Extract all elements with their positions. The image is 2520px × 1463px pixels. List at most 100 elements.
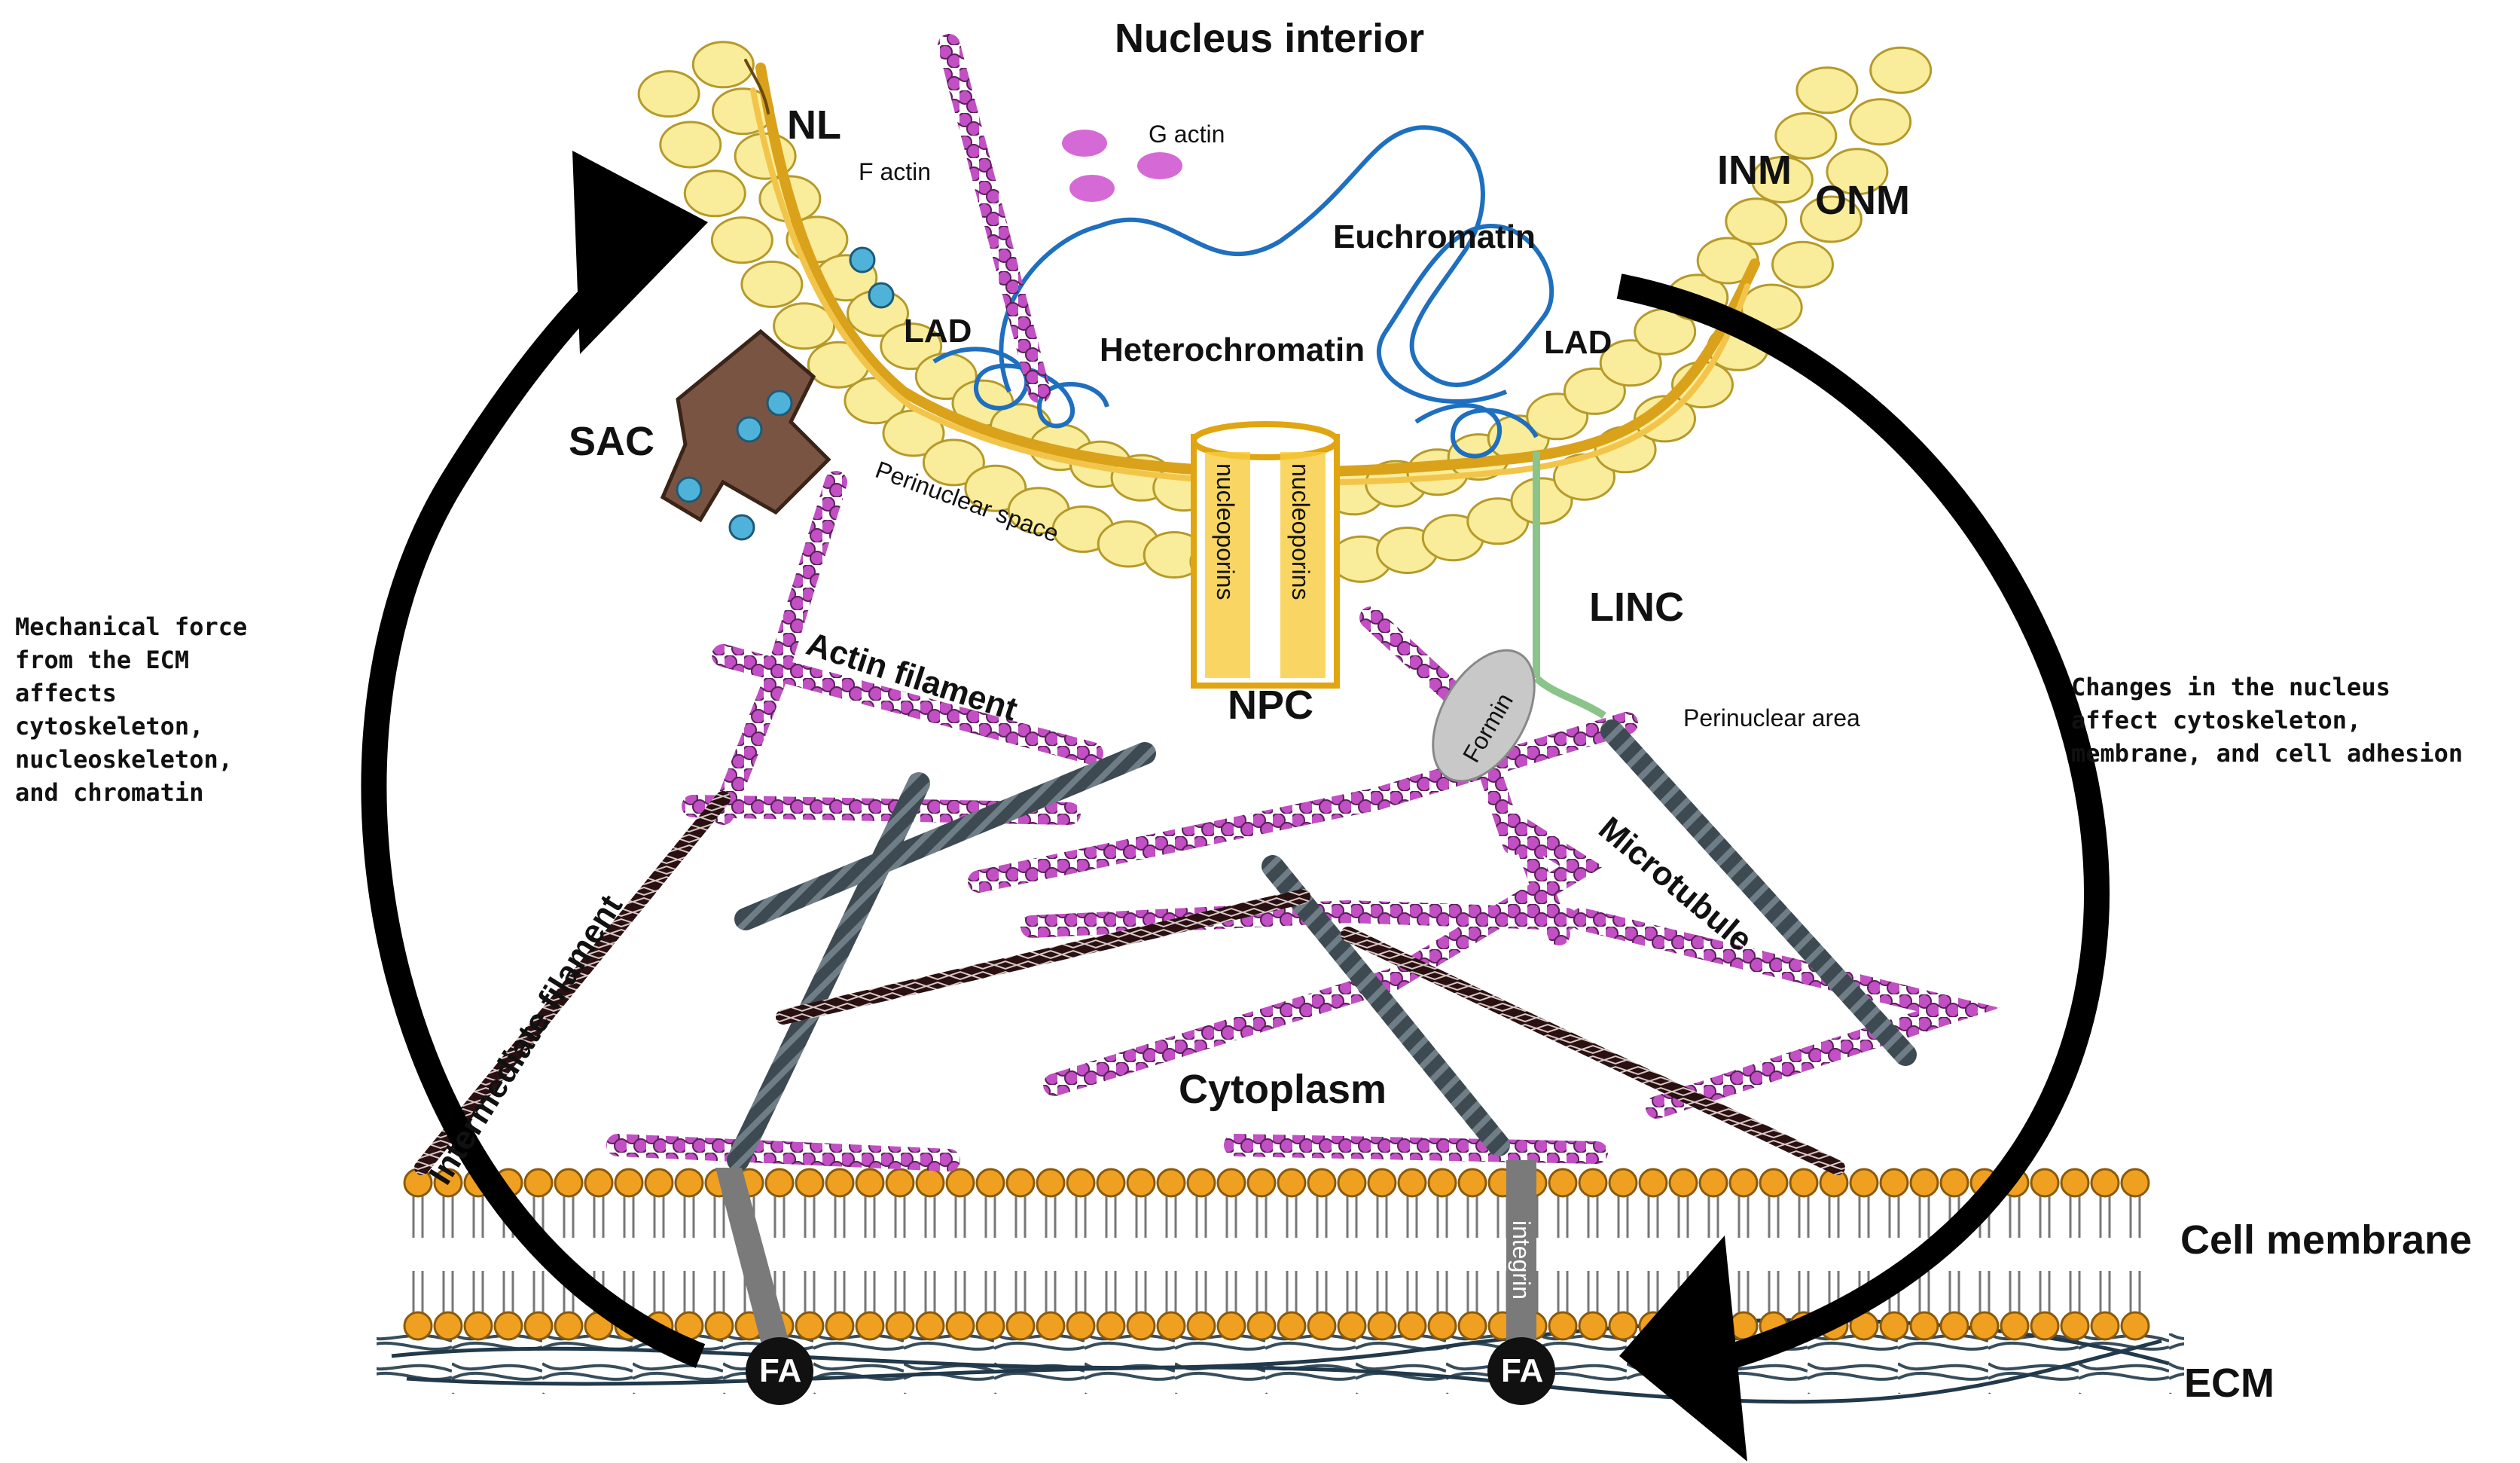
- lipid-head: [915, 1168, 945, 1198]
- lipid-head: [1367, 1168, 1397, 1198]
- lipid-tail: [563, 1196, 575, 1238]
- lipid-tail: [1255, 1271, 1268, 1312]
- label-euchromatin: Euchromatin: [1333, 218, 1536, 255]
- lipid-head: [1036, 1311, 1066, 1341]
- lipid-tail: [984, 1271, 996, 1312]
- onm-lipid: [1869, 46, 1933, 94]
- lipid-tail: [1707, 1196, 1719, 1238]
- lipid-tail: [1075, 1271, 1087, 1312]
- lipid-tail: [1798, 1271, 1810, 1312]
- lipid-head: [945, 1168, 975, 1198]
- lipid-tail: [1918, 1271, 1930, 1312]
- lipid-tail: [1557, 1196, 1569, 1238]
- lipid-head: [554, 1168, 584, 1198]
- lipid-tail: [1466, 1196, 1478, 1238]
- lipid-head: [855, 1168, 885, 1198]
- lipid-tail: [2099, 1271, 2111, 1312]
- lipid-head: [2030, 1168, 2060, 1198]
- lipid-head: [975, 1168, 1005, 1198]
- lipid-tail: [1647, 1196, 1659, 1238]
- lipid-tail: [1255, 1196, 1268, 1238]
- intermediate-filaments: [414, 791, 1845, 1175]
- label-fa-left: FA: [759, 1352, 802, 1389]
- lipid-head: [1367, 1311, 1397, 1341]
- lipid-head: [1789, 1168, 1819, 1198]
- lipid-head: [2000, 1311, 2030, 1341]
- lipid-head: [1036, 1168, 1066, 1198]
- lipid-head: [1277, 1311, 1307, 1341]
- lipid-head: [554, 1311, 584, 1341]
- lipid-head: [433, 1168, 463, 1198]
- lipid-tail: [1436, 1271, 1448, 1312]
- lipid-tail: [1225, 1196, 1237, 1238]
- lipid-head: [1066, 1311, 1096, 1341]
- lipid-head: [463, 1311, 493, 1341]
- lipid-head: [493, 1311, 523, 1341]
- lipid-tail: [623, 1196, 635, 1238]
- label-lad-left: LAD: [904, 313, 972, 350]
- lipid-head: [1397, 1311, 1427, 1341]
- lipid-head: [855, 1311, 885, 1341]
- lipid-tail: [472, 1271, 484, 1312]
- lipid-head: [1186, 1168, 1216, 1198]
- lipid-tail: [1075, 1196, 1087, 1238]
- left-note-line: from the ECM: [15, 646, 190, 674]
- lipid-head: [1608, 1311, 1638, 1341]
- lipid-head: [2090, 1311, 2120, 1341]
- lipid-tail: [834, 1271, 846, 1312]
- inm-lipid: [880, 322, 943, 371]
- euchromatin: [999, 125, 1554, 404]
- inm-lipid: [1725, 197, 1788, 246]
- lipid-tail: [1858, 1196, 1870, 1238]
- lipid-tail: [1496, 1271, 1509, 1312]
- onm-lipid: [659, 121, 722, 169]
- lipid-tail: [2009, 1271, 2021, 1312]
- lipid-tail: [924, 1271, 936, 1312]
- lipid-head: [2090, 1168, 2120, 1198]
- lipid-tail: [683, 1271, 695, 1312]
- lipid-tail: [1406, 1196, 1418, 1238]
- lipid-head: [1216, 1168, 1246, 1198]
- label-sac: SAC: [569, 419, 655, 464]
- lipid-head: [885, 1311, 915, 1341]
- lipid-tail: [1045, 1196, 1057, 1238]
- lipid-head: [403, 1311, 433, 1341]
- lipid-tail: [1045, 1271, 1057, 1312]
- onm-lipid: [773, 302, 836, 350]
- lipid-tail: [1225, 1271, 1237, 1312]
- inm-lipid: [1795, 66, 1859, 115]
- lipid-tail: [864, 1196, 876, 1238]
- lipid-tail: [804, 1271, 816, 1312]
- label-perinuclear-area: Perinuclear area: [1683, 704, 1860, 732]
- lipid-head: [2120, 1311, 2150, 1341]
- lipid-tail: [502, 1271, 514, 1312]
- lipid-tail: [683, 1196, 695, 1238]
- lipid-head: [975, 1311, 1005, 1341]
- lipid-head: [2060, 1168, 2090, 1198]
- lipid-tail: [412, 1196, 424, 1238]
- label-linc: LINC: [1589, 585, 1684, 630]
- right-note-line: membrane, and cell adhesion: [2071, 739, 2464, 768]
- lipid-head: [2120, 1168, 2150, 1198]
- lipid-tail: [1768, 1196, 1780, 1238]
- lipid-head: [1849, 1168, 1879, 1198]
- lipid-tail: [442, 1271, 454, 1312]
- lipid-head: [1156, 1311, 1186, 1341]
- lipid-tail: [532, 1271, 545, 1312]
- lipid-tail: [1014, 1196, 1027, 1238]
- onm-lipid: [710, 216, 773, 264]
- lipid-tail: [1677, 1196, 1689, 1238]
- integrins: [715, 1160, 1536, 1356]
- lipid-tail: [2129, 1271, 2141, 1312]
- lipid-tail: [442, 1196, 454, 1238]
- focal-adhesions: [746, 1337, 1555, 1405]
- lipid-head: [1939, 1168, 1969, 1198]
- label-lad-right: LAD: [1544, 324, 1612, 361]
- inm-lipid: [691, 41, 755, 89]
- inm-lipid: [1750, 156, 1814, 203]
- lipid-tail: [924, 1196, 936, 1238]
- lipid-tail: [1135, 1196, 1147, 1238]
- lipid-head: [1457, 1311, 1487, 1341]
- lipid-head: [1939, 1311, 1969, 1341]
